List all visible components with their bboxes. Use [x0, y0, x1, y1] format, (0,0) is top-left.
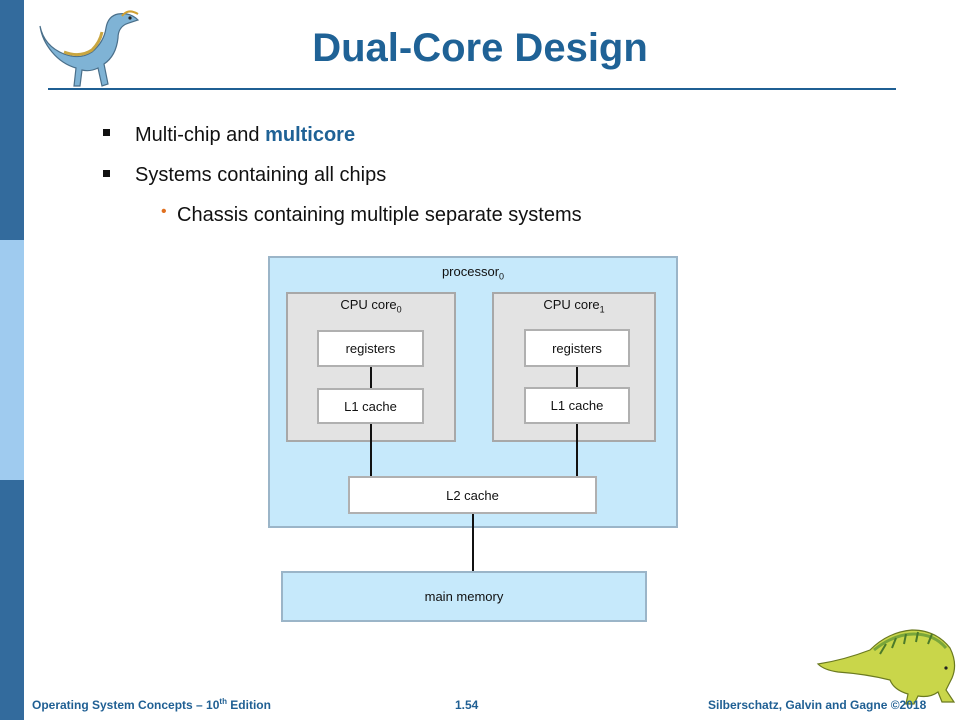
bullet-item: Systems containing all chips	[135, 164, 387, 186]
cpu-core-label: CPU core0	[286, 297, 456, 315]
square-bullet-icon	[103, 129, 110, 136]
connector-line	[472, 514, 474, 571]
connector-line	[576, 424, 578, 476]
square-bullet-icon	[103, 170, 110, 177]
bullet-text: Multi-chip and	[135, 124, 266, 146]
bullet-item: Multi-chip and multicore	[135, 124, 355, 147]
sub-bullet-icon: •	[161, 203, 167, 220]
left-edge-highlight	[0, 240, 24, 480]
title-divider	[48, 88, 896, 90]
l2-cache-box: L2 cache	[348, 476, 597, 514]
bullet-keyword: multicore	[265, 124, 356, 146]
footer-page-number: 1.54	[455, 698, 479, 712]
processor-subscript: 0	[499, 271, 505, 282]
processor-label-text: processor	[441, 264, 500, 279]
footer-authors: Silberschatz, Galvin and Gagne ©2018	[708, 698, 927, 712]
cpu-core-subscript: 0	[396, 304, 402, 315]
footer-edition-text: Edition	[226, 698, 271, 712]
registers-box: registers	[524, 329, 630, 367]
left-edge-bar	[0, 0, 24, 720]
connector-line	[370, 367, 372, 388]
cpu-core-label-text: CPU core	[543, 297, 600, 312]
cpu-core-label-text: CPU core	[340, 297, 397, 312]
processor-label: processor0	[268, 264, 678, 282]
cpu-core-label: CPU core1	[492, 297, 656, 315]
l1-cache-box: L1 cache	[524, 387, 630, 424]
footer-edition-sup: th	[219, 697, 227, 706]
connector-line	[576, 367, 578, 387]
cpu-core-subscript: 1	[599, 304, 605, 315]
footer-book-title: Operating System Concepts – 10th Edition	[32, 697, 271, 712]
main-memory-box: main memory	[281, 571, 647, 622]
l1-cache-box: L1 cache	[317, 388, 424, 424]
slide-title: Dual-Core Design	[312, 26, 648, 70]
dinosaur-icon	[816, 629, 956, 705]
sub-bullet-item: Chassis containing multiple separate sys…	[177, 204, 582, 226]
registers-box: registers	[317, 330, 424, 367]
dinosaur-icon	[39, 10, 140, 87]
footer-book-title-text: Operating System Concepts – 10	[32, 698, 220, 712]
connector-line	[370, 424, 372, 476]
